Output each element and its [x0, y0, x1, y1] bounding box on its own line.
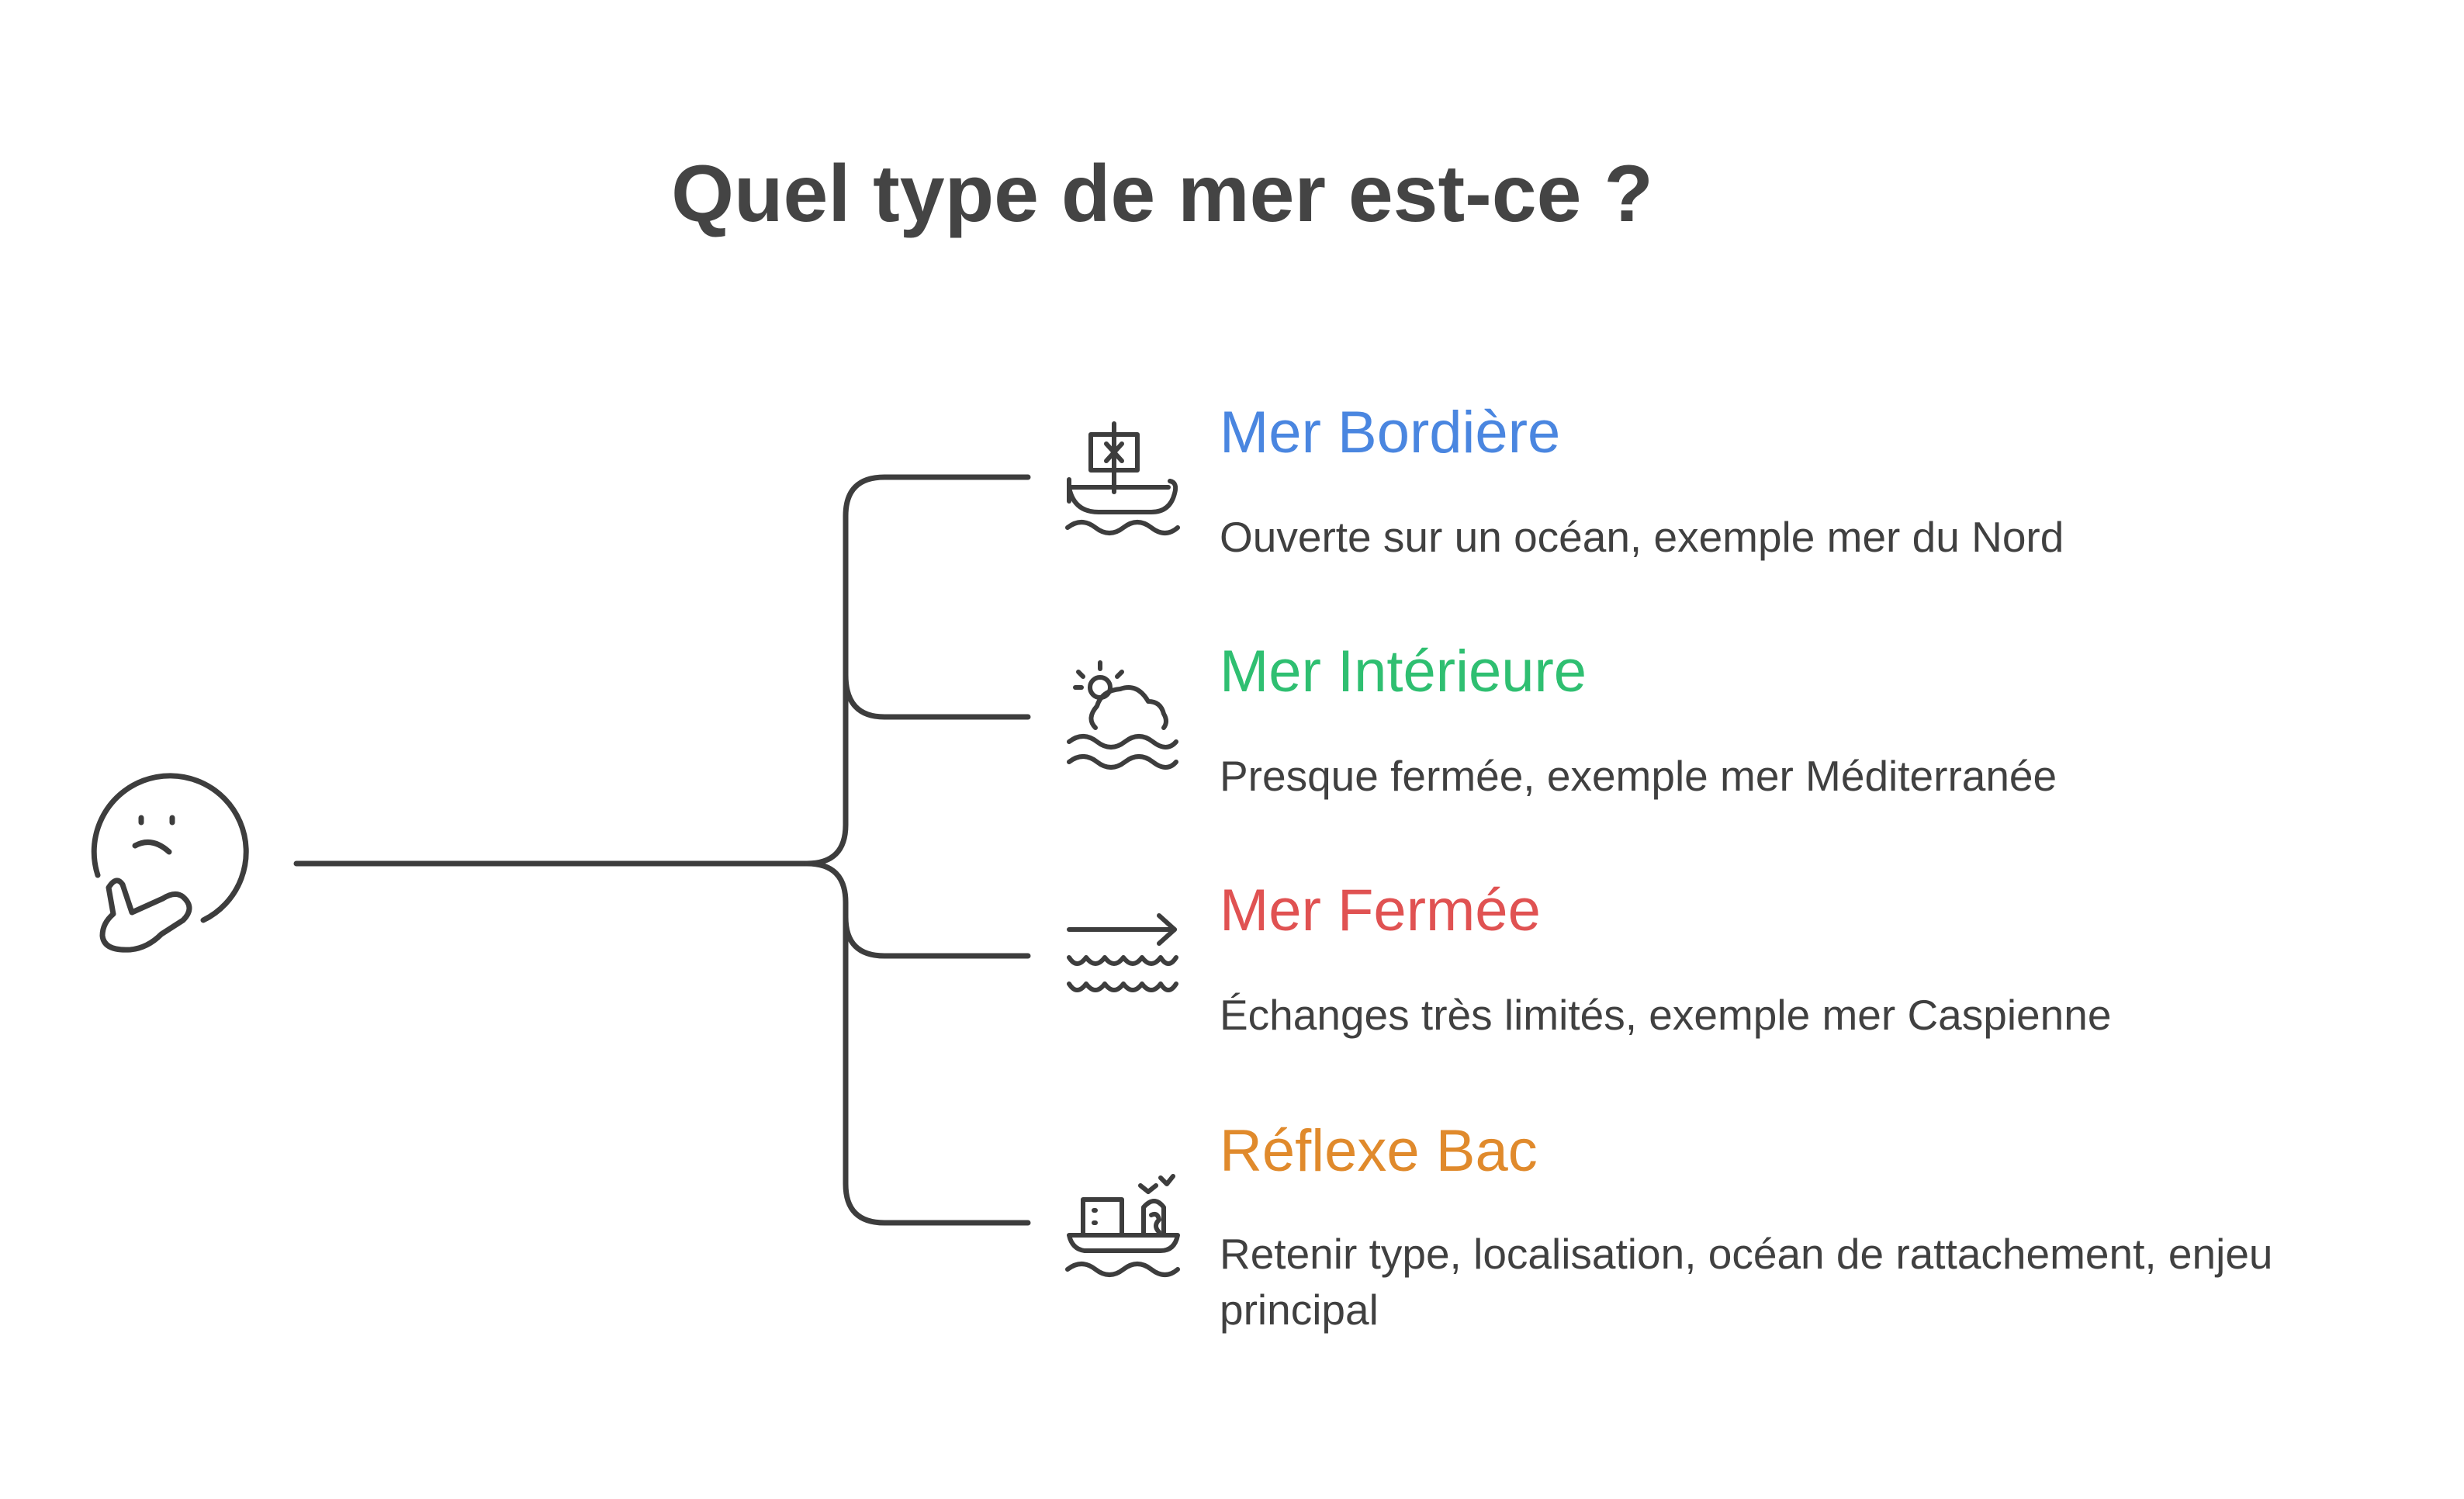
branch-description-reflexe-bac: Retenir type, localisation, océan de rat… — [1220, 1230, 2273, 1334]
connector-line-4 — [843, 914, 1031, 1226]
branch-title-reflexe-bac: Réflexe Bac — [1220, 1118, 1538, 1184]
thinking-face-icon — [91, 773, 249, 953]
diagram-title: Quel type de mer est-ce ? — [671, 149, 1653, 239]
connector-line-1 — [804, 474, 1031, 867]
branch-description-mer-interieure: Presque fermée, exemple mer Méditerranée — [1220, 752, 2057, 800]
branch-description-mer-fermee: Échanges très limités, exemple mer Caspi… — [1220, 991, 2112, 1039]
sun-cloud-waves-icon — [1067, 660, 1178, 770]
branch-description-mer-bordiere: Ouverte sur un océan, exemple mer du Nor… — [1220, 513, 2064, 561]
connector-line-3 — [804, 860, 1031, 959]
connector-tree — [293, 474, 1031, 1226]
branch-title-mer-bordiere: Mer Bordière — [1220, 400, 1561, 466]
branch-title-mer-fermee: Mer Fermée — [1220, 878, 1541, 943]
cargo-ship-icon — [1065, 1174, 1180, 1277]
viking-ship-icon — [1065, 421, 1180, 535]
arrow-waves-icon — [1067, 913, 1178, 992]
connector-line-2 — [843, 672, 1031, 720]
branch-title-mer-interieure: Mer Intérieure — [1220, 639, 1587, 704]
